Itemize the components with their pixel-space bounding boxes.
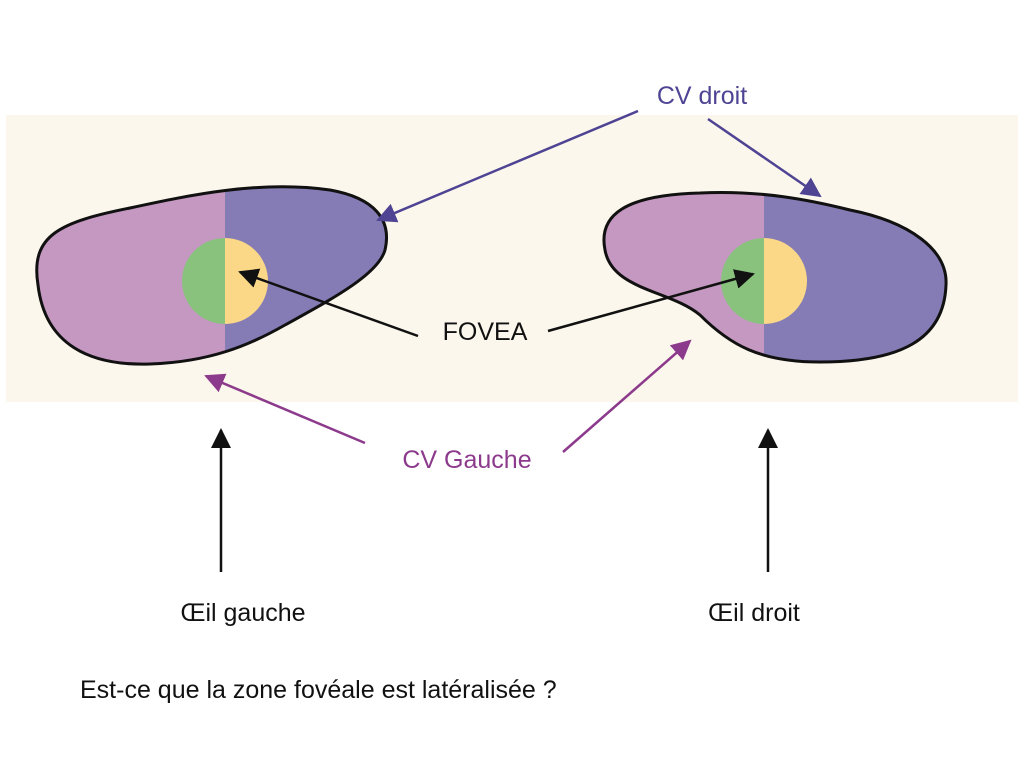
question-text: Est-ce que la zone fovéale est latéralis… (80, 676, 557, 704)
fovea-arrow-left (238, 268, 419, 338)
oeil-droit-label: Œil droit (708, 599, 800, 627)
cv-gauche-arrow-right (562, 339, 692, 453)
left-eye-outline (35, 185, 388, 366)
oeil-gauche-label: Œil gauche (180, 599, 305, 627)
right-eye-outline (602, 190, 948, 364)
cv-droit-arrow-left (376, 109, 639, 223)
fovea-label: FOVEA (443, 318, 528, 346)
fovea-arrow-right (547, 269, 755, 333)
cv-gauche-arrow-left (204, 373, 366, 445)
cv-droit-arrow-right (707, 117, 822, 198)
cv-droit-label: CV droit (657, 82, 747, 110)
cv-gauche-label: CV Gauche (402, 446, 531, 474)
left-eye-visual-field (35, 185, 388, 366)
